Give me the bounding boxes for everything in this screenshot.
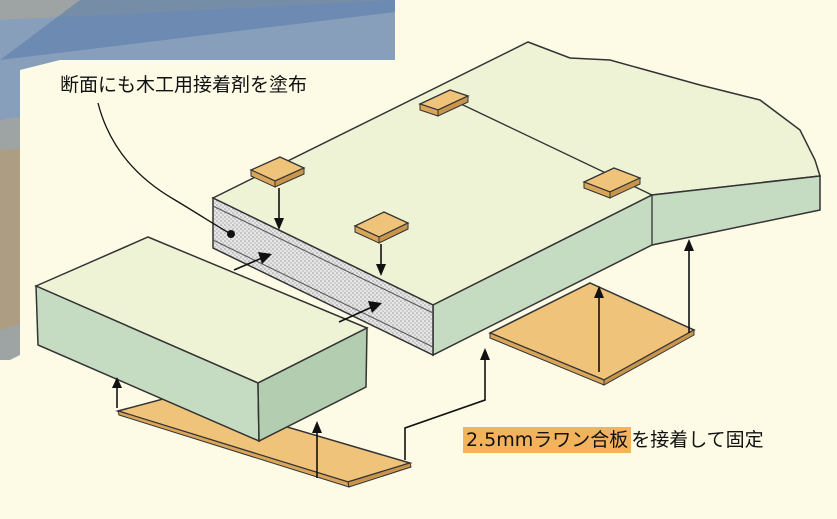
wood-strip-left <box>249 156 306 188</box>
plywood-label: 2.5mmラワン合板を接着して固定 <box>463 425 764 453</box>
small-board <box>34 236 369 443</box>
adhesive-label: 断面にも木工用接着剤を塗布 <box>60 74 308 96</box>
wood-strip-middle <box>353 211 410 244</box>
leader-dot <box>227 230 235 238</box>
plywood-label-rest: を接着して固定 <box>631 429 764 451</box>
main-board <box>211 41 821 357</box>
plywood-sheet-right <box>488 282 696 386</box>
arrows <box>112 188 694 478</box>
label-leader-line <box>97 102 230 234</box>
plywood-label-highlight: 2.5mmラワン合板 <box>463 427 632 453</box>
wood-strip-right <box>582 167 642 199</box>
wood-strip-top <box>418 89 470 117</box>
